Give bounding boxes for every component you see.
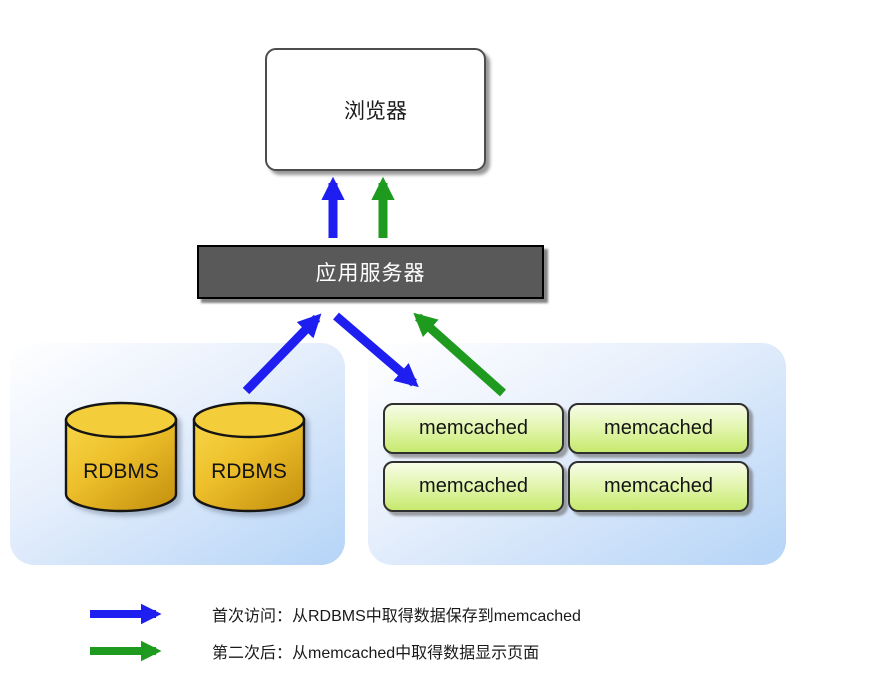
legend: 首次访问：从RDBMS中取得数据保存到memcached 第二次后：从memca… bbox=[88, 600, 581, 665]
memcached-group bbox=[368, 343, 786, 565]
rdbms-node: RDBMS bbox=[63, 400, 179, 516]
legend-label: 第二次后：从memcached中取得数据显示页面 bbox=[212, 645, 540, 662]
legend-item-second-access: 第二次后：从memcached中取得数据显示页面 bbox=[88, 637, 581, 665]
memcached-label: memcached bbox=[604, 417, 713, 439]
memcached-label: memcached bbox=[604, 475, 713, 497]
database-cylinder-icon bbox=[64, 401, 178, 513]
database-cylinder-icon bbox=[192, 401, 306, 513]
second-access-arrow-icon bbox=[90, 640, 162, 662]
memcached-node: memcached bbox=[383, 403, 564, 454]
rdbms-node: RDBMS bbox=[191, 400, 307, 516]
memcached-label: memcached bbox=[419, 417, 528, 439]
browser-label: 浏览器 bbox=[344, 99, 407, 123]
app-server-node: 应用服务器 bbox=[197, 245, 544, 299]
app-server-label: 应用服务器 bbox=[315, 262, 426, 285]
memcached-node: memcached bbox=[568, 403, 749, 454]
memcached-node: memcached bbox=[568, 461, 749, 512]
rdbms-label: RDBMS bbox=[211, 460, 287, 484]
browser-node: 浏览器 bbox=[265, 48, 486, 171]
memcached-label: memcached bbox=[419, 475, 528, 497]
rdbms-label: RDBMS bbox=[83, 460, 159, 484]
first-access-arrow-icon bbox=[90, 603, 162, 625]
legend-label: 首次访问：从RDBMS中取得数据保存到memcached bbox=[212, 608, 581, 625]
memcached-node: memcached bbox=[383, 461, 564, 512]
legend-item-first-access: 首次访问：从RDBMS中取得数据保存到memcached bbox=[88, 600, 581, 628]
